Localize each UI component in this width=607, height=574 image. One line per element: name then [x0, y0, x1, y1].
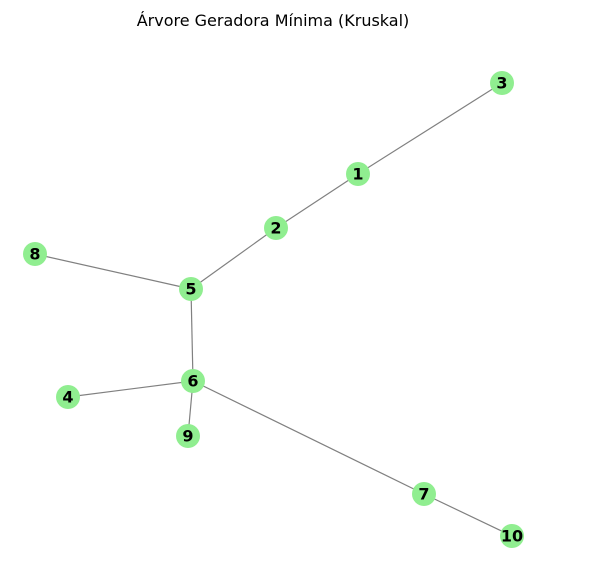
node-10: 10	[500, 524, 524, 548]
node-circle-10	[500, 524, 524, 548]
node-circle-6	[181, 369, 205, 393]
edge-6-7	[192, 380, 425, 495]
node-label-7: 7	[418, 485, 429, 504]
node-1: 1	[346, 162, 370, 186]
node-5: 5	[179, 277, 203, 301]
node-2: 2	[264, 216, 288, 240]
node-circle-2	[264, 216, 288, 240]
node-3: 3	[490, 71, 514, 95]
node-layer: 1 2 3 4 5 6 7 8 9 10	[23, 71, 524, 548]
edge-1-2	[275, 173, 359, 229]
node-label-9: 9	[182, 427, 193, 446]
node-circle-9	[176, 424, 200, 448]
node-label-6: 6	[187, 372, 198, 391]
edge-6-4	[67, 380, 194, 398]
node-label-2: 2	[270, 219, 281, 238]
edge-1-3	[357, 82, 503, 175]
node-4: 4	[56, 385, 80, 409]
edge-5-8	[34, 253, 192, 290]
node-8: 8	[23, 242, 47, 266]
node-label-5: 5	[185, 280, 196, 299]
edge-5-6	[190, 288, 194, 382]
node-circle-7	[412, 482, 436, 506]
node-label-8: 8	[29, 245, 40, 264]
edge-7-10	[423, 493, 513, 537]
node-circle-3	[490, 71, 514, 95]
node-6: 6	[181, 369, 205, 393]
node-label-1: 1	[352, 165, 363, 184]
node-circle-5	[179, 277, 203, 301]
edge-layer	[34, 82, 513, 537]
node-circle-8	[23, 242, 47, 266]
node-label-10: 10	[501, 527, 523, 546]
node-circle-1	[346, 162, 370, 186]
node-7: 7	[412, 482, 436, 506]
node-9: 9	[176, 424, 200, 448]
node-label-4: 4	[62, 388, 73, 407]
edge-2-5	[190, 227, 277, 290]
figure-title: Árvore Geradora Mínima (Kruskal)	[137, 11, 410, 30]
node-circle-4	[56, 385, 80, 409]
node-label-3: 3	[496, 74, 507, 93]
